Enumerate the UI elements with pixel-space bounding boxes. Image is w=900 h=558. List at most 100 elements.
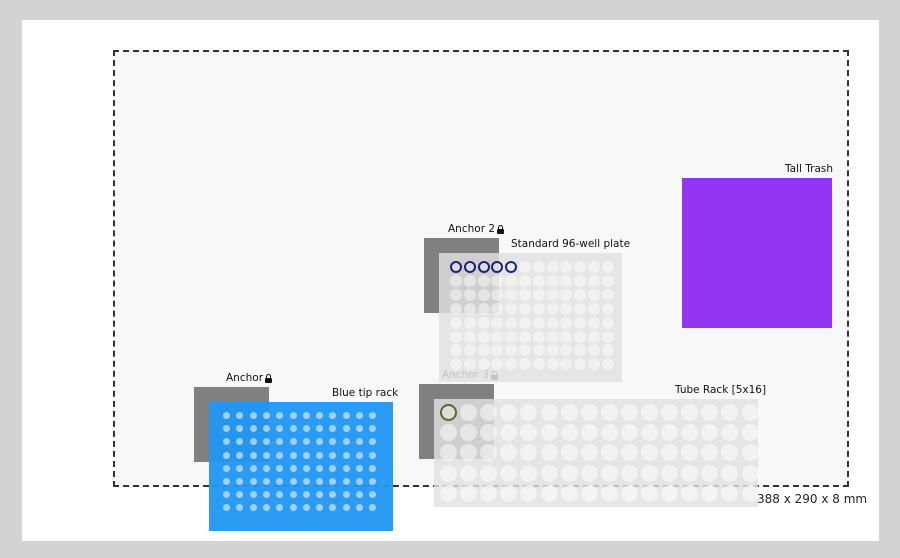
well[interactable]: [701, 404, 719, 421]
well[interactable]: [342, 412, 350, 419]
well[interactable]: [223, 478, 230, 485]
well[interactable]: [681, 464, 699, 482]
well[interactable]: [369, 425, 377, 433]
well[interactable]: [519, 330, 531, 343]
well[interactable]: [276, 478, 284, 485]
well[interactable]: [460, 424, 478, 442]
well[interactable]: [440, 484, 457, 502]
well[interactable]: [661, 464, 679, 482]
well[interactable]: [249, 478, 257, 485]
well[interactable]: [580, 464, 598, 482]
well[interactable]: [477, 302, 490, 315]
well[interactable]: [477, 330, 490, 343]
well[interactable]: [588, 261, 600, 273]
well[interactable]: [491, 274, 504, 287]
well[interactable]: [701, 424, 719, 442]
well[interactable]: [601, 288, 614, 301]
well[interactable]: [276, 412, 284, 419]
well[interactable]: [223, 451, 230, 459]
well[interactable]: [519, 261, 531, 273]
well[interactable]: [600, 484, 618, 502]
well[interactable]: [460, 404, 478, 421]
well[interactable]: [262, 412, 270, 419]
well[interactable]: [302, 425, 310, 433]
well[interactable]: [262, 504, 270, 512]
well[interactable]: [641, 404, 658, 421]
well[interactable]: [505, 316, 518, 329]
well[interactable]: [450, 330, 462, 343]
well[interactable]: [505, 358, 518, 371]
well[interactable]: [681, 444, 699, 462]
well[interactable]: [532, 358, 545, 371]
well[interactable]: [574, 288, 587, 301]
well[interactable]: [289, 451, 297, 459]
well[interactable]: [460, 464, 478, 482]
tall-trash[interactable]: [682, 178, 832, 328]
well[interactable]: [574, 274, 587, 287]
well[interactable]: [450, 358, 462, 371]
well[interactable]: [450, 288, 462, 301]
well[interactable]: [236, 504, 244, 512]
well[interactable]: [601, 274, 614, 287]
well[interactable]: [519, 274, 531, 287]
well[interactable]: [588, 316, 600, 329]
well[interactable]: [600, 444, 618, 462]
well[interactable]: [316, 412, 324, 419]
well[interactable]: [477, 344, 490, 357]
well[interactable]: [440, 464, 457, 482]
well[interactable]: [262, 464, 270, 472]
well[interactable]: [500, 484, 518, 502]
well[interactable]: [540, 404, 558, 421]
well[interactable]: [620, 464, 638, 482]
well[interactable]: [681, 424, 699, 442]
well[interactable]: [223, 464, 230, 472]
well[interactable]: [477, 288, 490, 301]
well[interactable]: [236, 412, 244, 419]
well[interactable]: [588, 358, 600, 371]
well[interactable]: [560, 274, 573, 287]
well[interactable]: [316, 451, 324, 459]
well[interactable]: [519, 344, 531, 357]
well[interactable]: [701, 484, 719, 502]
well[interactable]: [721, 424, 739, 442]
well[interactable]: [356, 425, 363, 433]
well[interactable]: [356, 464, 363, 472]
well[interactable]: [316, 491, 324, 499]
well[interactable]: [316, 425, 324, 433]
well[interactable]: [276, 491, 284, 499]
well[interactable]: [463, 358, 476, 371]
well[interactable]: [721, 484, 739, 502]
well[interactable]: [223, 438, 230, 446]
well[interactable]: [369, 504, 377, 512]
well[interactable]: [249, 425, 257, 433]
well[interactable]: [289, 491, 297, 499]
well[interactable]: [546, 288, 559, 301]
well[interactable]: [491, 261, 504, 273]
well[interactable]: [574, 358, 587, 371]
well[interactable]: [289, 504, 297, 512]
well[interactable]: [540, 464, 558, 482]
well[interactable]: [223, 412, 230, 419]
well[interactable]: [701, 444, 719, 462]
well[interactable]: [329, 491, 337, 499]
well[interactable]: [289, 412, 297, 419]
well[interactable]: [262, 491, 270, 499]
well[interactable]: [574, 302, 587, 315]
well[interactable]: [249, 451, 257, 459]
well[interactable]: [477, 274, 490, 287]
well[interactable]: [661, 444, 679, 462]
well[interactable]: [249, 491, 257, 499]
well[interactable]: [532, 274, 545, 287]
well[interactable]: [641, 484, 658, 502]
well[interactable]: [249, 464, 257, 472]
well[interactable]: [276, 451, 284, 459]
well[interactable]: [560, 288, 573, 301]
well[interactable]: [262, 478, 270, 485]
well[interactable]: [369, 478, 377, 485]
well[interactable]: [721, 444, 739, 462]
well[interactable]: [223, 491, 230, 499]
well[interactable]: [450, 344, 462, 357]
well[interactable]: [491, 344, 504, 357]
well[interactable]: [236, 491, 244, 499]
well[interactable]: [505, 274, 518, 287]
